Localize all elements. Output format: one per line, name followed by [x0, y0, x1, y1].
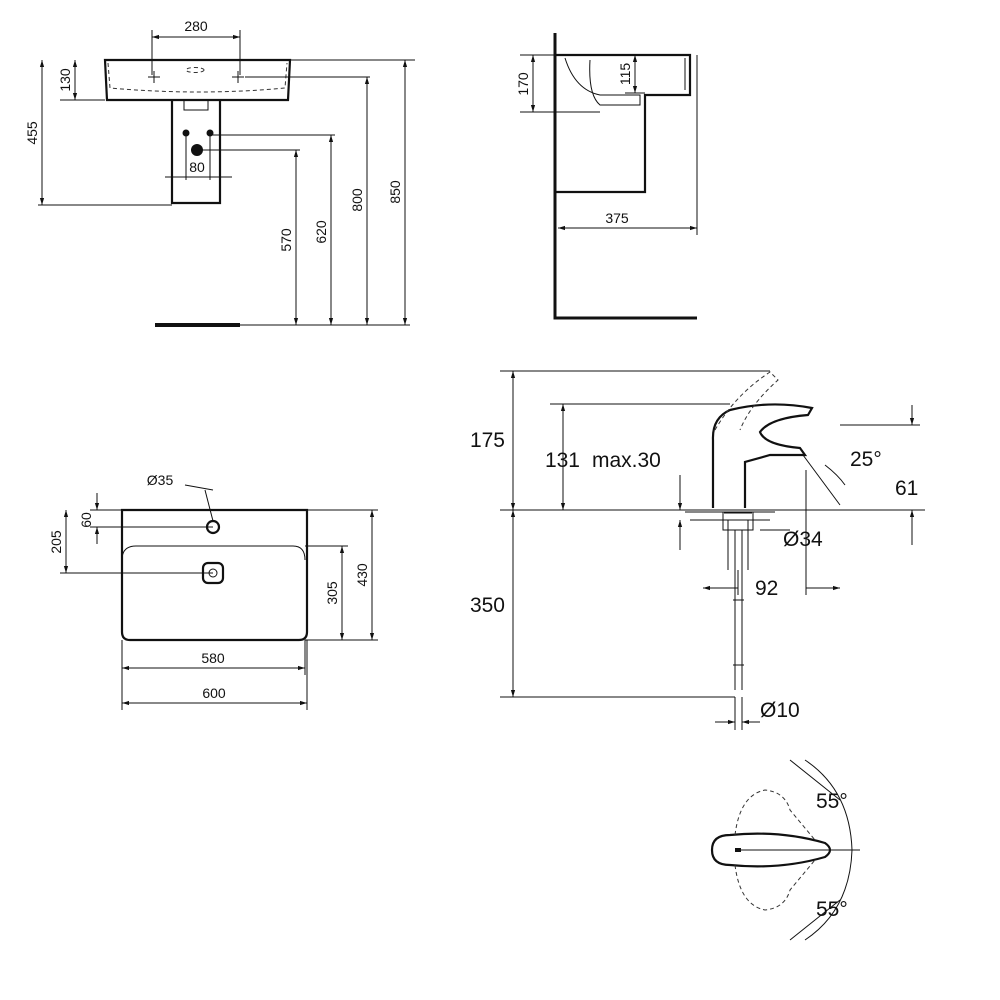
dim-375: 375 — [605, 210, 629, 226]
dim-430: 430 — [354, 563, 370, 587]
side-view: 170 115 375 — [515, 33, 698, 320]
front-view: 280 130 455 80 570 620 800 850 — [24, 18, 415, 327]
dim-175: 175 — [470, 429, 505, 452]
dim-d35: Ø35 — [147, 472, 174, 488]
dim-angle-55-top: 55° — [816, 790, 848, 813]
dim-600: 600 — [202, 685, 226, 701]
dim-620: 620 — [313, 220, 329, 244]
dim-61: 61 — [895, 477, 918, 500]
dim-80: 80 — [189, 159, 205, 175]
dim-305: 305 — [324, 581, 340, 605]
faucet-side-view: 175 131 max.30 25° 61 Ø34 350 92 Ø10 — [470, 370, 925, 730]
dim-d10: Ø10 — [760, 699, 800, 722]
top-view: Ø35 60 205 305 430 580 600 — [48, 472, 378, 710]
dim-455: 455 — [24, 121, 40, 145]
dim-850: 850 — [387, 180, 403, 204]
dim-800: 800 — [349, 188, 365, 212]
dim-130: 130 — [57, 68, 73, 92]
dim-angle-55-bottom: 55° — [816, 898, 848, 921]
dim-205: 205 — [48, 530, 64, 554]
faucet-handle-top-view: 55° 55° — [710, 759, 860, 941]
dim-170: 170 — [515, 72, 531, 96]
dim-131: 131 — [545, 449, 580, 472]
dim-max30: max.30 — [592, 449, 661, 472]
dim-350: 350 — [470, 594, 505, 617]
dim-angle-25: 25° — [850, 448, 882, 471]
dim-570: 570 — [278, 228, 294, 252]
dim-60: 60 — [78, 512, 94, 528]
dim-d34: Ø34 — [783, 528, 823, 551]
dim-92: 92 — [755, 577, 778, 600]
dim-580: 580 — [201, 650, 225, 666]
dim-280: 280 — [184, 18, 208, 34]
dim-115: 115 — [617, 63, 633, 86]
